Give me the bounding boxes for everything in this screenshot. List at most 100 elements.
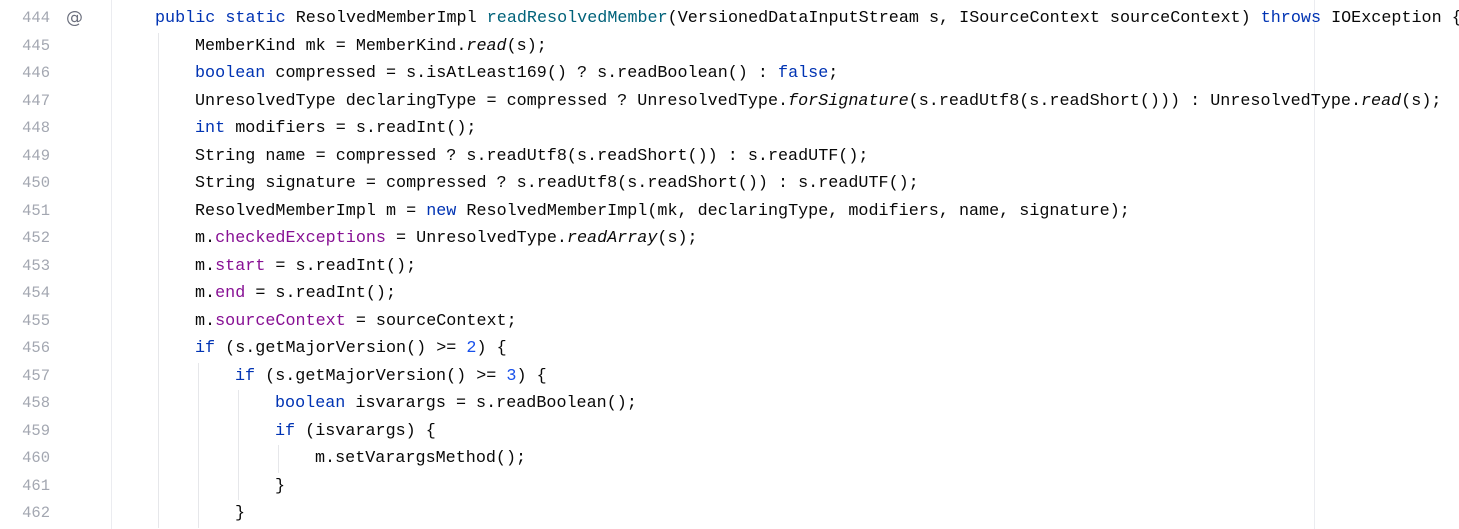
- code-text: (s.getMajorVersion() >=: [265, 366, 507, 386]
- line-number[interactable]: 453: [22, 256, 50, 275]
- number-literal: 2: [466, 339, 477, 358]
- code-line[interactable]: 461}: [0, 472, 1459, 500]
- keyword: false: [778, 64, 829, 83]
- indent-guide: [158, 87, 159, 115]
- code-editor[interactable]: 444 @ public static ResolvedMemberImpl rea…: [0, 5, 1459, 528]
- code-content: m.start = s.readInt();: [195, 253, 416, 281]
- code-text: IOException {: [1331, 9, 1459, 28]
- line-number[interactable]: 447: [22, 91, 50, 110]
- static-method-call: read: [1361, 91, 1402, 111]
- indent-guide: [158, 307, 159, 335]
- static-method-call: readArray: [566, 229, 658, 248]
- indent-guide: [158, 142, 159, 170]
- code-text: }: [275, 476, 286, 496]
- code-text: ) {: [516, 366, 547, 386]
- code-text: String name = compressed ? s.readUtf8(s.…: [195, 146, 869, 166]
- indent-guide: [158, 362, 159, 390]
- code-text: (VersionedDataInputStream s, ISourceCont…: [667, 9, 1261, 28]
- code-text: (s.getMajorVersion() >=: [225, 339, 467, 358]
- line-number[interactable]: 450: [22, 174, 50, 192]
- code-line[interactable]: 451 ResolvedMemberImpl m = new ResolvedMe…: [0, 197, 1459, 226]
- code-line[interactable]: 444 @ public static ResolvedMemberImpl rea…: [0, 5, 1459, 33]
- indent-guide: [198, 445, 199, 473]
- indent-guide: [198, 390, 199, 418]
- code-text: = s.readInt();: [245, 284, 397, 303]
- line-number[interactable]: 454: [22, 284, 50, 302]
- indent-guide: [158, 335, 159, 363]
- static-method-call: forSignature: [788, 91, 909, 111]
- code-line[interactable]: 462}: [0, 500, 1459, 528]
- indent-guide: [158, 197, 159, 225]
- indent-guide: [158, 115, 159, 143]
- gutter-divider: [111, 0, 112, 529]
- code-text: = s.readInt();: [265, 256, 417, 276]
- code-content: String signature = compressed ? s.readUt…: [195, 170, 919, 198]
- indent-guide: [158, 472, 159, 500]
- code-line[interactable]: 458 boolean isvarargs = s.readBoolean();: [0, 390, 1459, 418]
- code-line[interactable]: 450 String signature = compressed ? s.rea…: [0, 170, 1459, 198]
- code-line[interactable]: 454 m.end = s.readInt();: [0, 280, 1459, 308]
- code-line[interactable]: 445 MemberKind mk = MemberKind.read(s);: [0, 32, 1459, 61]
- indent-guide: [158, 280, 159, 308]
- indent-guide: [198, 500, 199, 528]
- keyword: public static: [155, 9, 296, 28]
- code-text: m.: [195, 229, 216, 248]
- code-text: ResolvedMemberImpl m =: [195, 201, 427, 221]
- line-number[interactable]: 455: [22, 311, 50, 330]
- code-content: m.setVarargsMethod();: [315, 445, 526, 473]
- method-name: readResolvedMember: [486, 9, 668, 28]
- code-content: ResolvedMemberImpl m = new ResolvedMembe…: [195, 198, 1130, 226]
- code-line[interactable]: 456 if (s.getMajorVersion() >= 2) {: [0, 335, 1459, 363]
- code-content: MemberKind mk = MemberKind.read(s);: [195, 33, 547, 61]
- code-text: ResolvedMemberImpl: [295, 9, 487, 28]
- code-text: m.setVarargsMethod();: [315, 449, 527, 468]
- indent-guide: [158, 390, 159, 418]
- indent-guide: [198, 472, 199, 500]
- keyword: throws: [1260, 9, 1332, 28]
- line-number[interactable]: 452: [22, 229, 50, 247]
- code-content: if (s.getMajorVersion() >= 2) {: [195, 335, 507, 363]
- indent-guide: [238, 417, 239, 445]
- line-number[interactable]: 459: [22, 421, 50, 440]
- code-text: modifiers = s.readInt();: [235, 119, 477, 138]
- line-number[interactable]: 456: [22, 339, 50, 357]
- line-number[interactable]: 448: [22, 119, 50, 137]
- line-number[interactable]: 461: [22, 476, 50, 495]
- field-name: checkedExceptions: [215, 229, 386, 248]
- line-number[interactable]: 446: [22, 64, 50, 82]
- code-line[interactable]: 453 m.start = s.readInt();: [0, 252, 1459, 281]
- code-line[interactable]: 446 boolean compressed = s.isAtLeast169()…: [0, 60, 1459, 88]
- line-number[interactable]: 458: [22, 394, 50, 412]
- code-line[interactable]: 452 m.checkedExceptions = UnresolvedType.…: [0, 225, 1459, 253]
- line-number[interactable]: 460: [22, 449, 50, 467]
- indent-guide: [278, 445, 279, 473]
- line-number[interactable]: 451: [22, 201, 50, 220]
- right-margin-guide: [1314, 0, 1315, 529]
- line-number[interactable]: 462: [22, 504, 50, 522]
- code-line[interactable]: 449 String name = compressed ? s.readUtf8…: [0, 142, 1459, 170]
- code-content: boolean isvarargs = s.readBoolean();: [275, 390, 637, 418]
- static-method-call: read: [466, 36, 507, 56]
- code-text: m.: [195, 256, 216, 276]
- line-number[interactable]: 449: [22, 146, 50, 165]
- code-line[interactable]: 455 m.sourceContext = sourceContext;: [0, 307, 1459, 336]
- field-name: start: [215, 256, 266, 276]
- annotation-at-icon[interactable]: @: [66, 8, 83, 28]
- keyword: boolean: [195, 64, 276, 83]
- code-text: ) {: [476, 339, 507, 358]
- code-content: m.end = s.readInt();: [195, 280, 396, 308]
- code-text: m.: [195, 311, 216, 331]
- code-content: m.sourceContext = sourceContext;: [195, 308, 517, 336]
- keyword: boolean: [275, 394, 356, 413]
- line-number[interactable]: 445: [22, 36, 50, 55]
- code-text: = sourceContext;: [345, 311, 517, 331]
- code-text: compressed = s.isAtLeast169() ? s.readBo…: [275, 64, 779, 83]
- code-text: = UnresolvedType.: [386, 229, 567, 248]
- line-number[interactable]: 457: [22, 366, 50, 385]
- code-line[interactable]: 460 m.setVarargsMethod();: [0, 445, 1459, 473]
- line-number[interactable]: 444: [22, 9, 50, 27]
